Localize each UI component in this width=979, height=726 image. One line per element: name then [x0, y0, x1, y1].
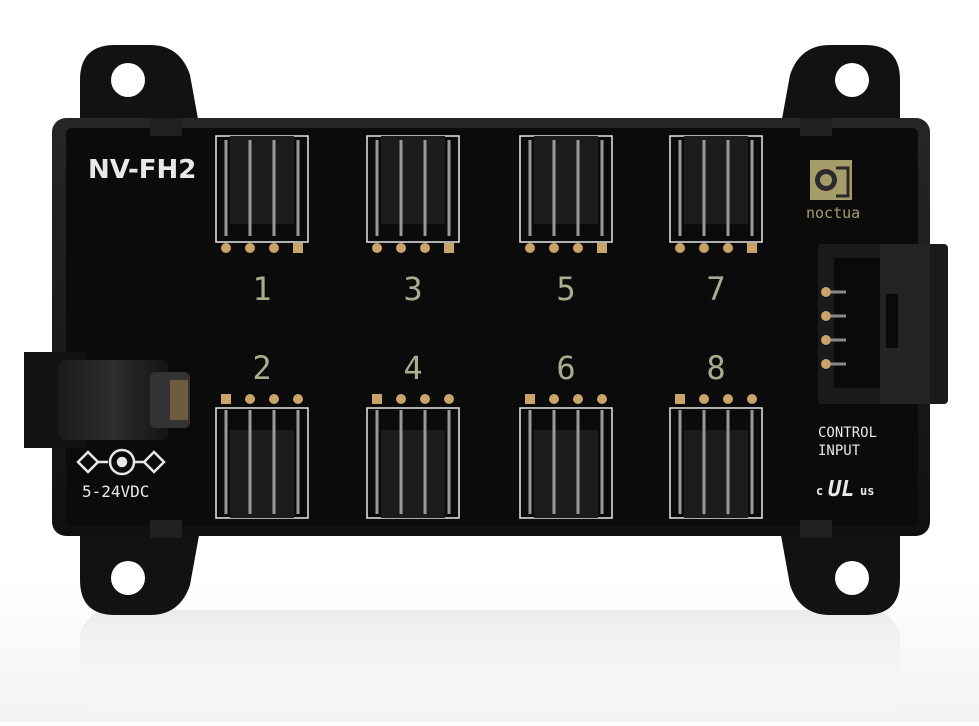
control-input-label-line2: INPUT	[818, 443, 861, 459]
port-number-6: 6	[556, 349, 575, 387]
mounting-ear-bottom-left	[80, 530, 200, 615]
port-number-8: 8	[706, 349, 725, 387]
dc-power-jack	[24, 352, 190, 448]
brand-name: noctua	[806, 204, 860, 222]
fan-header-2: 2	[215, 349, 309, 519]
control-input-label-line1: CONTROL	[818, 425, 877, 441]
fan-header-1: 1	[215, 135, 309, 308]
fan-header-4: 4	[366, 349, 460, 519]
mounting-ear-top-right	[780, 45, 900, 130]
mount-hole	[835, 63, 869, 97]
mount-hole	[111, 63, 145, 97]
ul-mark-us: us	[860, 484, 874, 498]
port-number-5: 5	[556, 270, 575, 308]
fan-header-6: 6	[519, 349, 613, 519]
circuit-board	[66, 128, 918, 526]
floor-reflection	[80, 610, 900, 722]
port-number-4: 4	[403, 349, 422, 387]
fan-header-5: 5	[519, 135, 613, 308]
mounting-ear-bottom-right	[780, 530, 900, 615]
port-number-1: 1	[252, 270, 271, 308]
fan-headers: 1 3 5 7 2 4 6 8	[215, 135, 763, 519]
fan-header-8: 8	[669, 349, 763, 519]
model-label: NV-FH2	[88, 155, 196, 185]
fan-header-7: 7	[669, 135, 763, 308]
control-input-connector	[818, 244, 948, 404]
fan-header-3: 3	[366, 135, 460, 308]
ul-mark-main: UL	[828, 477, 855, 502]
port-number-7: 7	[706, 270, 725, 308]
mount-hole	[835, 561, 869, 595]
power-voltage-label: 5-24VDC	[82, 482, 149, 501]
noctua-logo: noctua	[806, 160, 860, 222]
polarity-symbol-icon	[76, 448, 166, 476]
mount-hole	[111, 561, 145, 595]
port-number-3: 3	[403, 270, 422, 308]
port-number-2: 2	[252, 349, 271, 387]
ul-certification-mark: c UL us	[816, 477, 874, 502]
ul-mark-c: c	[816, 484, 823, 498]
mounting-ear-top-left	[80, 45, 200, 130]
